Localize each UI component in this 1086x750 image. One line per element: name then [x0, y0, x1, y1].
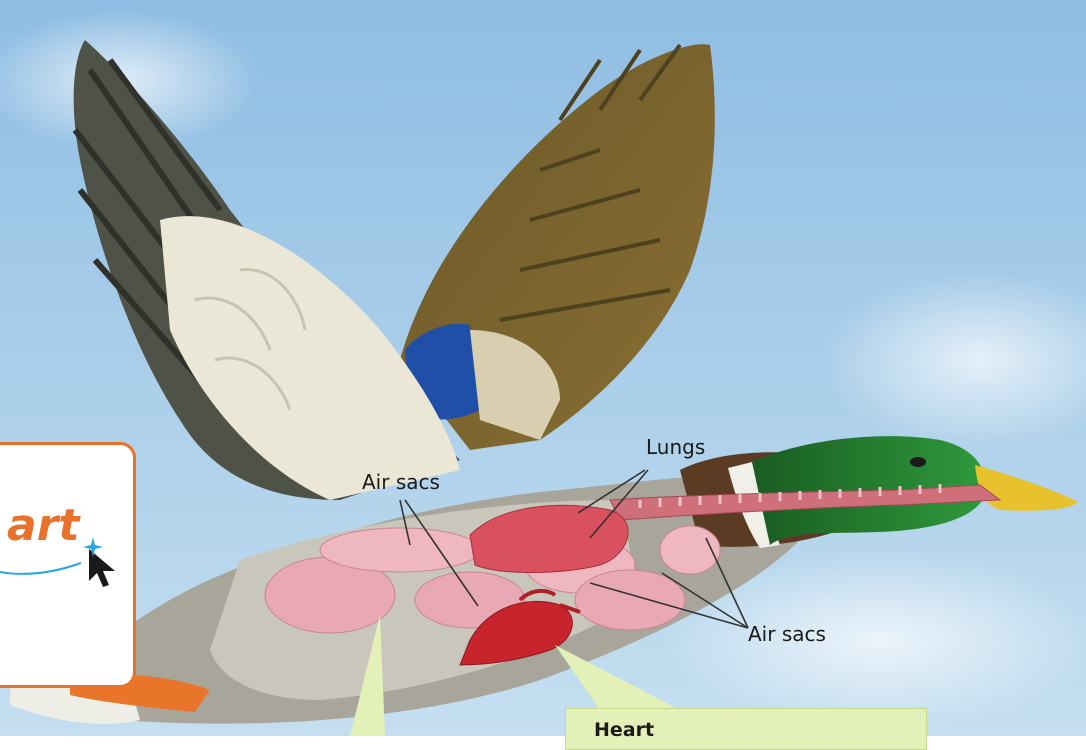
air-sacs-label-upper: Air sacs: [362, 470, 440, 494]
air-sac: [575, 570, 685, 630]
lungs-label: Lungs: [646, 435, 705, 459]
badge-logo-text: art: [7, 500, 79, 551]
swoosh-underline: [0, 557, 83, 577]
heart-callout-title: Heart: [594, 719, 654, 741]
sparkle-icon: [83, 537, 103, 557]
eye: [910, 457, 926, 467]
art-logo-badge: art: [0, 442, 136, 688]
air-sac: [320, 528, 480, 572]
heart-callout-box: Heart: [565, 708, 927, 750]
air-sacs-label-right: Air sacs: [748, 622, 826, 646]
